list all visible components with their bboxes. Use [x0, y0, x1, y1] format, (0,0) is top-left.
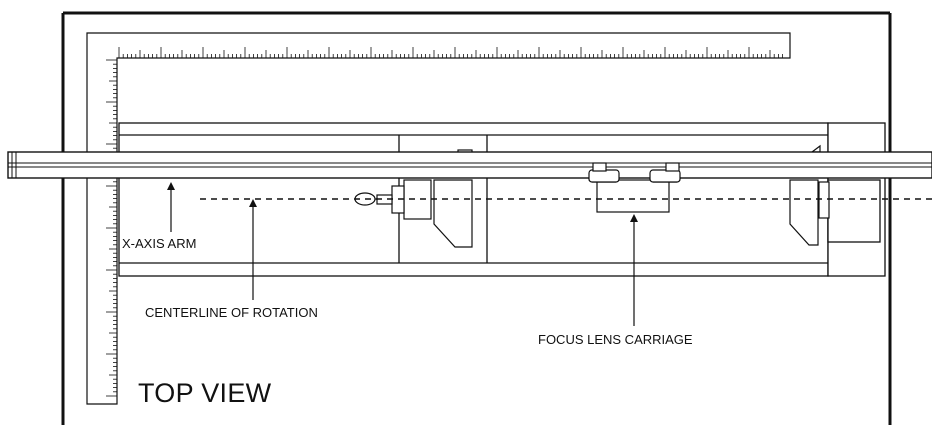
carriage-rollers	[588, 162, 681, 183]
view-title: TOP VIEW	[138, 378, 272, 408]
right-end-block	[827, 122, 886, 277]
label-focus-lens-carriage: FOCUS LENS CARRIAGE	[538, 332, 693, 347]
callout-arrows	[167, 182, 638, 326]
ruler-ticks-vertical	[106, 59, 117, 397]
ruler	[86, 32, 791, 405]
ruler-ticks-horizontal	[118, 47, 783, 58]
x-axis-arm	[7, 151, 932, 179]
label-x-axis-arm: X-AXIS ARM	[122, 236, 197, 251]
right-mirror-mount	[789, 144, 830, 246]
label-centerline-of-rotation: CENTERLINE OF ROTATION	[145, 305, 318, 320]
machine-frame	[61, 11, 892, 425]
